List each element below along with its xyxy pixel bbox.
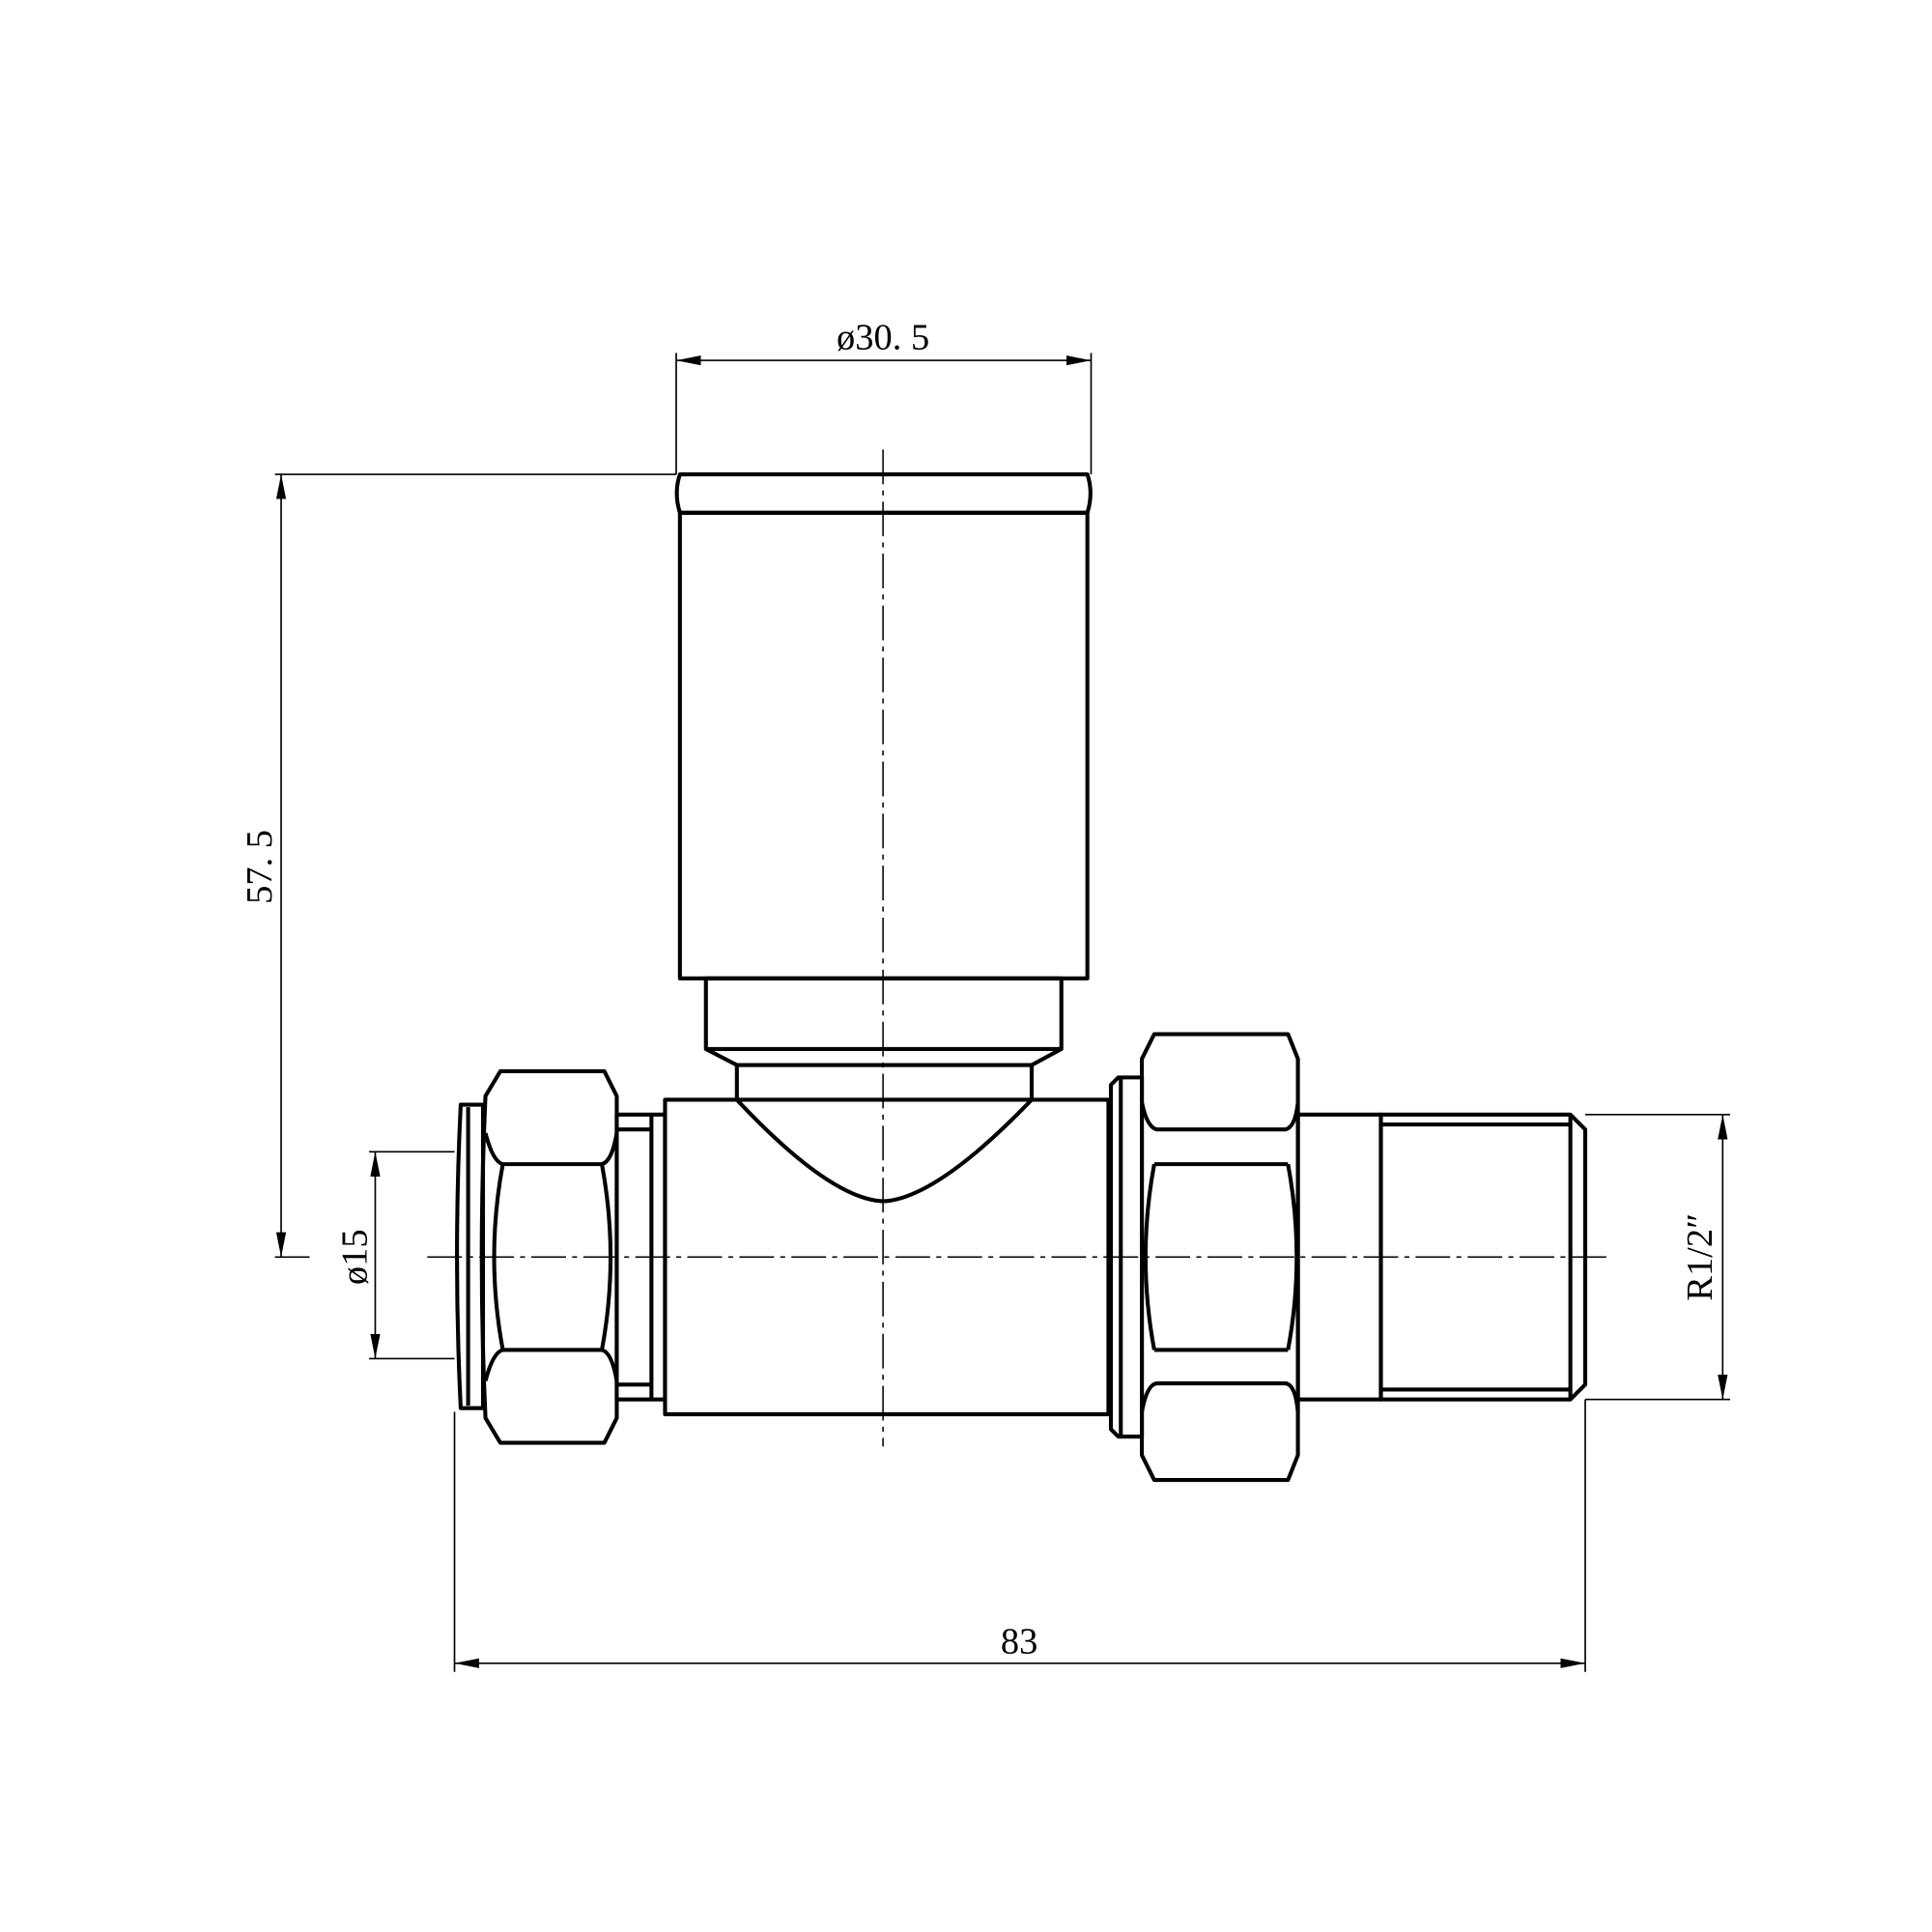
height-label: 57. 5 [240, 830, 280, 904]
dimension-overall-length: 83 [453, 1399, 1586, 1672]
left-compression-nut [455, 1068, 668, 1445]
dimension-head-diameter: ø30. 5 [675, 318, 1093, 475]
head-diameter-label: ø30. 5 [837, 318, 929, 358]
dimension-thread: R1/2″ [1585, 1114, 1731, 1401]
overall-length-label: 83 [1001, 1622, 1037, 1662]
valve-head [674, 471, 1093, 1204]
dimension-pipe-diameter: ø15 [334, 1151, 455, 1360]
pipe-diameter-label: ø15 [334, 1229, 375, 1285]
right-union-nut [1108, 1032, 1588, 1483]
thread-label: R1/2″ [1680, 1213, 1720, 1301]
dimension-height: 57. 5 [240, 473, 677, 1259]
